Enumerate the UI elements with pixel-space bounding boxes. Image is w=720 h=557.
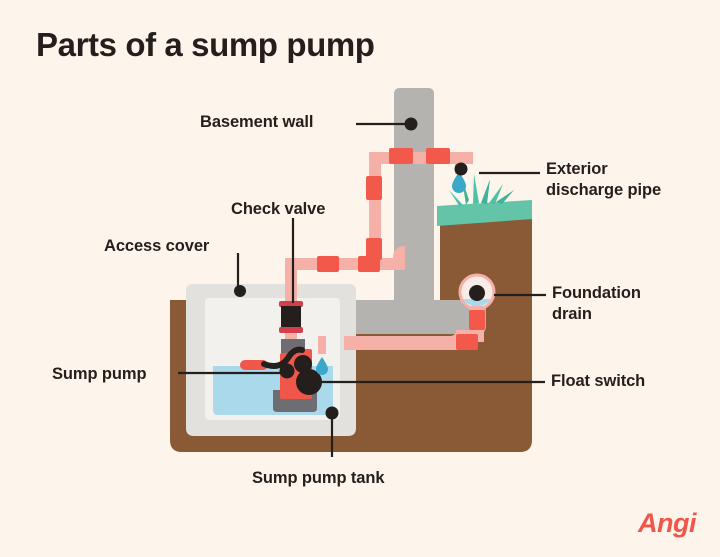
label-float-switch-text: Float switch <box>551 372 646 390</box>
label-check-valve-text: Check valve <box>231 200 326 218</box>
dot-access-cover <box>234 285 246 297</box>
label-basement-wall-text: Basement wall <box>200 113 314 131</box>
label-access-cover-text: Access cover <box>104 237 210 255</box>
check-valve <box>279 301 303 333</box>
dot-exterior-discharge-pipe <box>454 162 468 176</box>
power-cord <box>261 346 305 369</box>
tank-lid-access-cover <box>186 284 356 298</box>
leader-lines <box>178 122 546 457</box>
page-title: Parts of a sump pump <box>36 26 375 63</box>
label-sump-pump: Sump pump <box>52 364 147 385</box>
label-sump-pump-tank-text: Sump pump tank <box>252 469 385 487</box>
label-exterior-discharge-pipe: Exterior discharge pipe <box>546 159 716 200</box>
angi-logo: Angi <box>638 508 697 538</box>
label-float-switch: Float switch <box>551 371 645 392</box>
label-exterior-discharge-pipe-line1: Exterior <box>546 160 608 178</box>
label-exterior-discharge-pipe-line2: discharge pipe <box>546 180 662 199</box>
label-sump-pump-text: Sump pump <box>52 365 147 383</box>
label-access-cover: Access cover <box>104 236 209 257</box>
dot-foundation-drain <box>469 285 485 301</box>
dot-basement-wall <box>404 117 418 131</box>
foundation-drain-pipe <box>318 306 485 354</box>
label-check-valve: Check valve <box>231 199 325 220</box>
label-foundation-drain-line1: Foundation <box>552 284 641 302</box>
label-foundation-drain-line2: drain <box>552 304 592 323</box>
label-sump-pump-tank: Sump pump tank <box>252 468 385 489</box>
dot-sump-pump-tank <box>325 406 339 420</box>
water-droplets <box>316 172 466 375</box>
grass-strip <box>437 174 532 226</box>
dot-sump-pump <box>279 363 295 379</box>
label-foundation-drain: Foundation drain <box>552 283 712 324</box>
float-switch-ball <box>294 355 322 395</box>
leader-dots <box>234 117 485 420</box>
label-basement-wall: Basement wall <box>200 112 313 133</box>
